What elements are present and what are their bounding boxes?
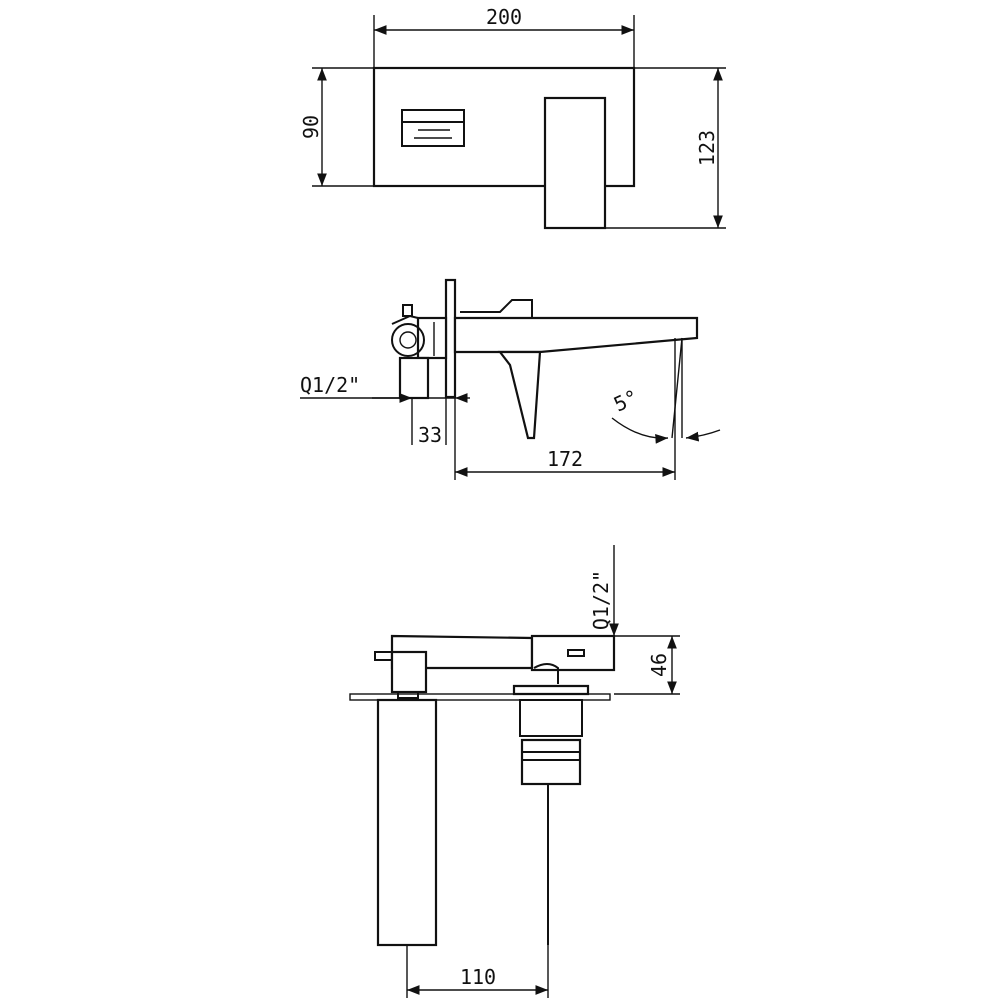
- dim-height-90: 90: [299, 115, 323, 139]
- dim-reach-172: 172: [547, 447, 583, 471]
- angle-label-5deg: 5°: [610, 385, 642, 417]
- top-view: Q1/2" 46 110: [349, 545, 680, 998]
- lever-side: [497, 350, 542, 440]
- thread-label-top: Q1/2": [589, 570, 613, 630]
- dim-depth-33: 33: [418, 423, 442, 447]
- wall-plate-side: [444, 278, 457, 399]
- front-view: 200 90 123: [299, 5, 726, 230]
- dim-height-46: 46: [647, 653, 671, 677]
- handle-slot: [401, 109, 465, 147]
- side-view: Q1/2" 33 172 5°: [300, 278, 721, 480]
- dim-height-123: 123: [695, 130, 719, 166]
- valve-column: [376, 698, 438, 947]
- spout-side: [453, 316, 699, 354]
- wall-line: [349, 693, 611, 701]
- spout-front: [543, 96, 607, 230]
- thread-label-side: Q1/2": [300, 373, 360, 397]
- dim-spacing-110: 110: [460, 965, 496, 989]
- dim-width-200: 200: [486, 5, 522, 29]
